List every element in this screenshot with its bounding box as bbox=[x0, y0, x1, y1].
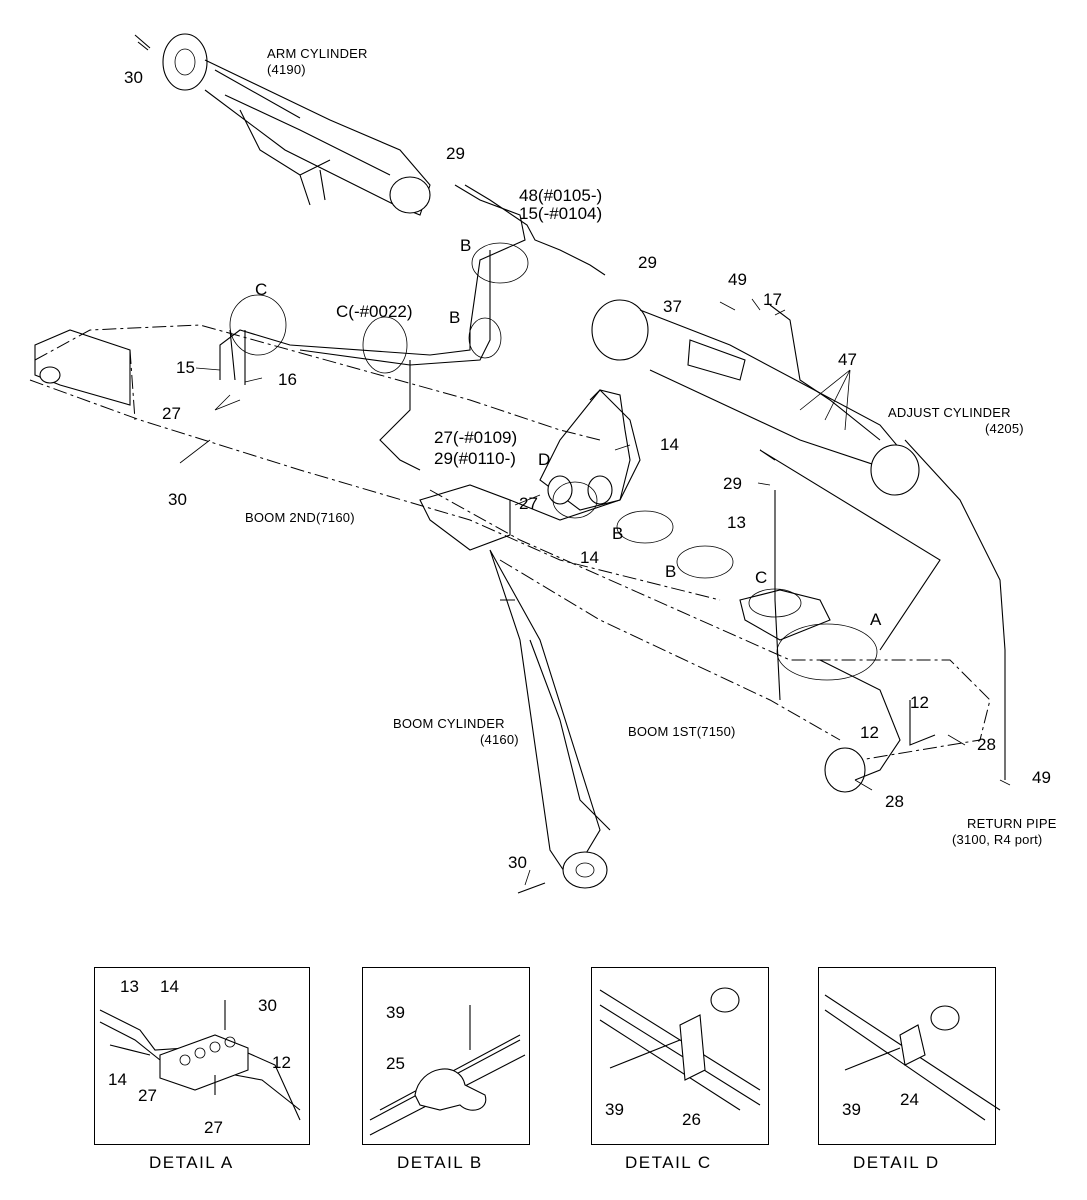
callout-24: 24 bbox=[900, 1090, 919, 1109]
callout-30: 30 bbox=[258, 996, 277, 1015]
callout-49: 49 bbox=[728, 270, 747, 289]
return-pipe-number: (3100, R4 port) bbox=[952, 832, 1043, 847]
callout-37: 37 bbox=[663, 297, 682, 316]
callout-14: 14 bbox=[160, 977, 179, 996]
hydraulic-hoses bbox=[219, 184, 1006, 781]
callout-30: 30 bbox=[508, 853, 527, 872]
callout-b: B bbox=[449, 308, 461, 327]
callout-29: 29 bbox=[723, 474, 742, 493]
callout-c: C bbox=[255, 280, 268, 299]
callout-29: 29 bbox=[446, 144, 465, 163]
callout-27: 27 bbox=[162, 404, 181, 423]
detail-d-drawing bbox=[824, 994, 1001, 1121]
boom-1st-label: BOOM 1ST(7150) bbox=[628, 724, 736, 739]
detail-c-drawing bbox=[599, 987, 761, 1111]
callout-30: 30 bbox=[124, 68, 143, 87]
adjust-cylinder-label: ADJUST CYLINDER bbox=[888, 405, 1011, 420]
callout-27: 27 bbox=[204, 1118, 223, 1137]
callout-39: 39 bbox=[386, 1003, 405, 1022]
callout-27: 27 bbox=[519, 494, 538, 513]
arm-cylinder-drawing bbox=[134, 33, 431, 216]
callout-12: 12 bbox=[860, 723, 879, 742]
callout-13: 13 bbox=[120, 977, 139, 996]
detail-d-frame bbox=[818, 967, 996, 1145]
callout-c: C bbox=[755, 568, 768, 587]
callout-49: 49 bbox=[1032, 768, 1051, 787]
boom-cylinder-label: BOOM CYLINDER bbox=[393, 716, 505, 731]
callout-14: 14 bbox=[660, 435, 679, 454]
detail-c-caption: DETAIL C bbox=[625, 1153, 712, 1172]
callout-25: 25 bbox=[386, 1054, 405, 1073]
callout-17: 17 bbox=[763, 290, 782, 309]
callout-14: 14 bbox=[108, 1070, 127, 1089]
detail-b-frame bbox=[362, 967, 530, 1145]
detail-b-caption: DETAIL B bbox=[397, 1153, 483, 1172]
callout-b: B bbox=[665, 562, 677, 581]
callout-27: 27 bbox=[138, 1086, 157, 1105]
callout-16: 16 bbox=[278, 370, 297, 389]
callout-b: B bbox=[460, 236, 472, 255]
boom-cylinder-drawing bbox=[489, 549, 611, 894]
adjust-cylinder-number: (4205) bbox=[985, 421, 1024, 436]
detail-d-caption: DETAIL D bbox=[853, 1153, 940, 1172]
arm-cylinder-label: ARM CYLINDER bbox=[267, 46, 368, 61]
detail-a-drawing bbox=[99, 1000, 301, 1121]
callout-30: 30 bbox=[168, 490, 187, 509]
callout-27: 27(-#0109) bbox=[434, 428, 518, 447]
callout-14: 14 bbox=[580, 548, 599, 567]
detail-b-drawing bbox=[369, 1005, 526, 1136]
callout-15: 15(-#0104) bbox=[519, 204, 603, 223]
callout-leaders bbox=[179, 298, 1011, 886]
boom-cylinder-number: (4160) bbox=[480, 732, 519, 747]
callout-28: 28 bbox=[885, 792, 904, 811]
arm-cylinder-number: (4190) bbox=[267, 62, 306, 77]
callout-28: 28 bbox=[977, 735, 996, 754]
callout-39: 39 bbox=[842, 1100, 861, 1119]
callout-39: 39 bbox=[605, 1100, 624, 1119]
callout-48: 48(#0105-) bbox=[519, 186, 603, 205]
callout-26: 26 bbox=[682, 1110, 701, 1129]
callout-15: 15 bbox=[176, 358, 195, 377]
callout-c: C(-#0022) bbox=[336, 302, 413, 321]
adjust-cylinder-drawing bbox=[591, 299, 941, 651]
boom-2nd-outline bbox=[29, 324, 721, 601]
callout-12: 12 bbox=[272, 1053, 291, 1072]
callout-29: 29 bbox=[638, 253, 657, 272]
callout-a: A bbox=[870, 610, 882, 629]
return-pipe-label: RETURN PIPE bbox=[967, 816, 1057, 831]
callout-d: D bbox=[538, 450, 551, 469]
detail-a-caption: DETAIL A bbox=[149, 1153, 234, 1172]
boom-2nd-label: BOOM 2ND(7160) bbox=[245, 510, 355, 525]
detail-c-frame bbox=[591, 967, 769, 1145]
detail-a-frame bbox=[94, 967, 310, 1145]
callout-29: 29(#0110-) bbox=[434, 449, 516, 468]
boom-1st-outline bbox=[419, 389, 991, 793]
callout-13: 13 bbox=[727, 513, 746, 532]
callout-12: 12 bbox=[910, 693, 929, 712]
callout-47: 47 bbox=[838, 350, 857, 369]
callout-b: B bbox=[612, 524, 624, 543]
